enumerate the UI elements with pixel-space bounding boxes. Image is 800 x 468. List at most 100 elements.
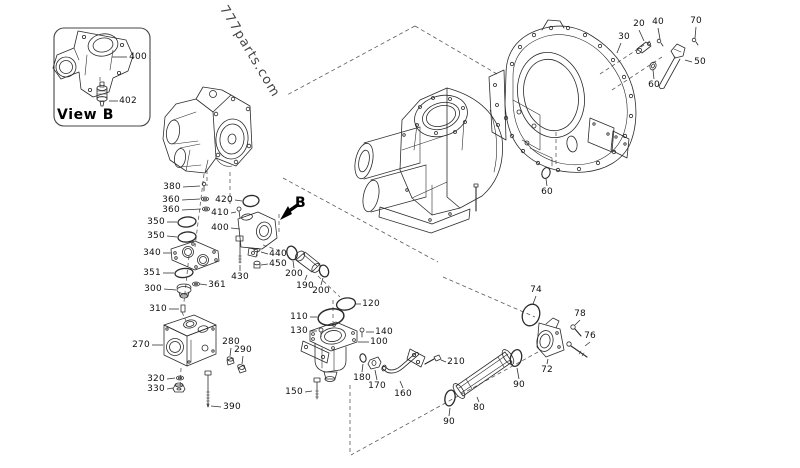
part-label-400: 400 xyxy=(211,223,229,233)
part-200-oring-2 xyxy=(318,264,330,278)
leader-line xyxy=(638,29,645,42)
part-label-100: 100 xyxy=(370,337,388,347)
part-450-plug xyxy=(253,260,261,269)
part-90-oring-2 xyxy=(444,389,456,407)
leader-line xyxy=(545,178,548,187)
part-60-oring-mid xyxy=(541,167,551,179)
leader-line xyxy=(241,355,244,365)
parts-left-column xyxy=(163,181,278,408)
part-label-380: 380 xyxy=(163,182,181,192)
part-label-200: 200 xyxy=(312,286,330,296)
part-200-oring-1 xyxy=(286,245,298,261)
part-label-20: 20 xyxy=(633,19,645,29)
part-361-washer xyxy=(192,281,200,287)
part-label-360: 360 xyxy=(162,205,180,215)
part-label-110: 110 xyxy=(290,312,308,322)
part-120-oring xyxy=(335,297,357,311)
part-label-180: 180 xyxy=(353,373,371,383)
gearbox-assembly-main xyxy=(354,87,503,234)
part-label-340: 340 xyxy=(143,248,161,258)
leader-line xyxy=(230,227,241,230)
leader-line xyxy=(399,380,404,389)
leader-lines xyxy=(109,26,697,417)
leader-line xyxy=(181,198,201,201)
part-label-210: 210 xyxy=(447,357,465,367)
part-label-170: 170 xyxy=(368,381,386,391)
part-280-plug xyxy=(226,356,235,366)
part-label-76: 76 xyxy=(584,331,596,341)
part-360-washers xyxy=(200,196,210,212)
part-70-screw xyxy=(691,37,699,46)
part-310-pin xyxy=(180,304,186,313)
part-420-oring xyxy=(242,194,260,208)
leader-line xyxy=(166,387,174,390)
parts-right-column xyxy=(444,167,588,407)
part-50-dipstick-tube xyxy=(658,43,686,90)
part-210-bolt xyxy=(424,354,442,365)
part-80-cylinder xyxy=(452,349,515,399)
part-300-plug xyxy=(176,283,192,299)
part-label-320: 320 xyxy=(147,374,165,384)
leader-line xyxy=(657,27,661,40)
part-380-screw xyxy=(201,181,207,192)
part-label-280: 280 xyxy=(222,337,240,347)
part-330-nut xyxy=(172,382,186,393)
part-72-flange xyxy=(536,317,565,358)
leader-line xyxy=(163,288,177,291)
leader-line xyxy=(181,208,202,211)
part-label-310: 310 xyxy=(149,304,167,314)
leader-line xyxy=(229,347,232,357)
part-label-420: 420 xyxy=(215,195,233,205)
part-label-430: 430 xyxy=(231,272,249,282)
part-100-pump-body xyxy=(300,321,358,382)
leader-line xyxy=(166,377,176,380)
part-label-361: 361 xyxy=(208,280,226,290)
part-label-350: 350 xyxy=(147,217,165,227)
part-390-bolt xyxy=(204,370,212,408)
part-20-fitting xyxy=(636,41,652,55)
part-label-300: 300 xyxy=(144,284,162,294)
part-label-50: 50 xyxy=(694,57,706,67)
view-b-housing-400 xyxy=(52,30,134,98)
bell-housing-bolt-holes xyxy=(503,25,634,173)
leader-line xyxy=(199,283,208,286)
part-label-120: 120 xyxy=(362,299,380,309)
part-270-valve-body xyxy=(163,314,217,367)
part-290-plug xyxy=(237,364,247,374)
part-410-screw xyxy=(236,206,242,219)
part-label-78: 78 xyxy=(574,309,586,319)
part-40-screw xyxy=(656,38,664,47)
part-label-60: 60 xyxy=(648,80,660,90)
leader-line xyxy=(374,369,378,381)
part-label-90: 90 xyxy=(443,417,455,427)
leader-line xyxy=(304,274,308,281)
leader-line xyxy=(230,211,237,214)
part-170-fitting xyxy=(367,356,382,370)
part-label-330: 330 xyxy=(147,384,165,394)
part-label-60: 60 xyxy=(541,187,553,197)
part-label-400: 400 xyxy=(129,52,147,62)
part-180-oring xyxy=(359,353,367,363)
part-label-350: 350 xyxy=(147,231,165,241)
part-label-410: 410 xyxy=(211,208,229,218)
part-label-130: 130 xyxy=(290,326,308,336)
parts-top-right xyxy=(636,37,699,90)
part-label-390: 390 xyxy=(223,402,241,412)
part-label-200: 200 xyxy=(285,269,303,279)
leader-line xyxy=(234,199,243,202)
leader-line xyxy=(684,59,693,63)
part-400-valve-body xyxy=(237,211,278,258)
part-label-351: 351 xyxy=(143,268,161,278)
leader-line xyxy=(182,185,201,188)
part-label-70: 70 xyxy=(690,16,702,26)
part-label-150: 150 xyxy=(285,387,303,397)
part-label-450: 450 xyxy=(269,259,287,269)
leader-line xyxy=(361,363,364,373)
part-78-bolt xyxy=(570,324,582,337)
view-b-arrow xyxy=(280,202,300,220)
part-label-30: 30 xyxy=(618,32,630,42)
leader-line xyxy=(532,295,537,305)
leader-line xyxy=(210,405,222,408)
part-label-72: 72 xyxy=(541,365,553,375)
